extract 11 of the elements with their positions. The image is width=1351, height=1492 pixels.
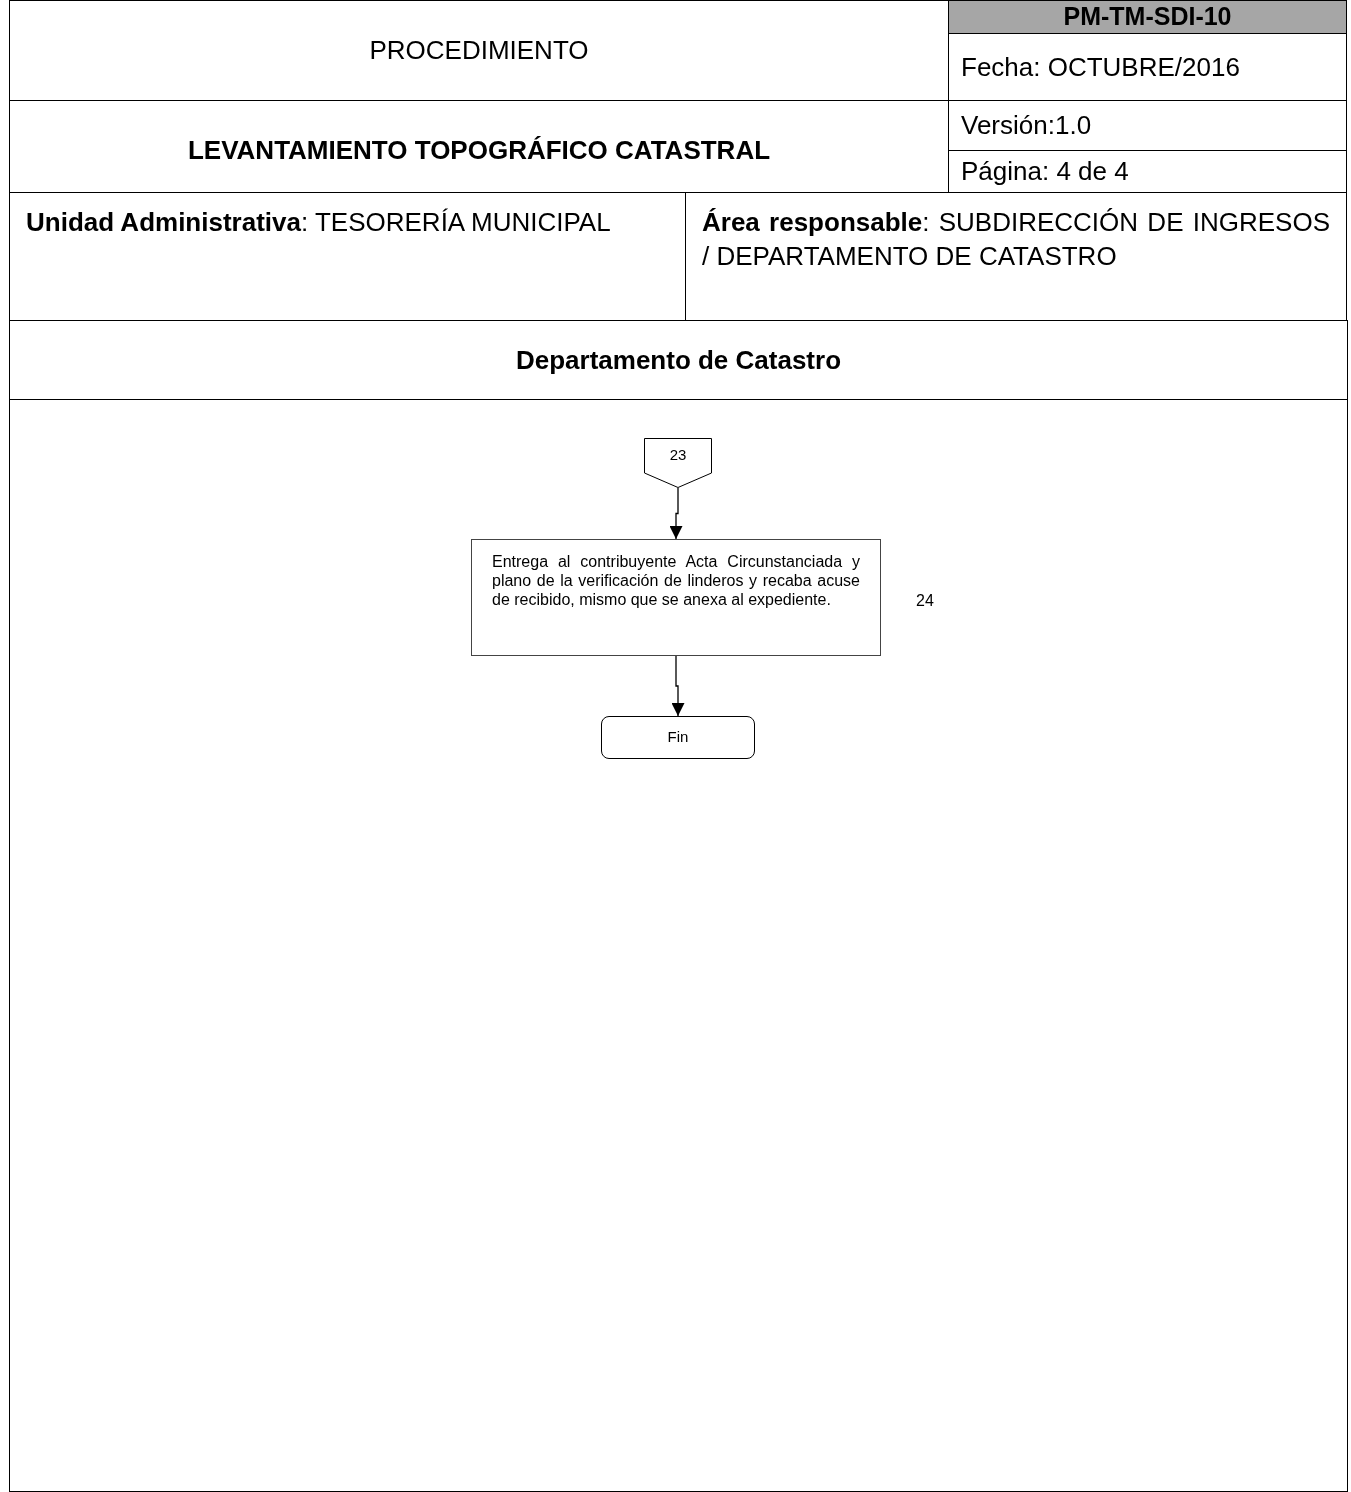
swimlane — [9, 320, 1348, 1492]
terminator — [601, 716, 755, 759]
header-cell: PROCEDIMIENTO — [9, 0, 949, 101]
step-number: 24 — [916, 590, 934, 611]
arrow — [669, 487, 683, 540]
terminator-text: Fin — [667, 727, 689, 748]
arrow — [671, 655, 685, 717]
connector-number: 23 — [669, 445, 687, 466]
header-cell: PM-TM-SDI-10 — [948, 0, 1347, 34]
process-text: Entrega al contribuyente Acta Circunstanciada y plano de la verificación de linderos y recaba acuse de recibido, mismo que se anexa al expediente. — [492, 552, 860, 609]
lane-heading: Departamento de Catastro — [515, 343, 842, 377]
